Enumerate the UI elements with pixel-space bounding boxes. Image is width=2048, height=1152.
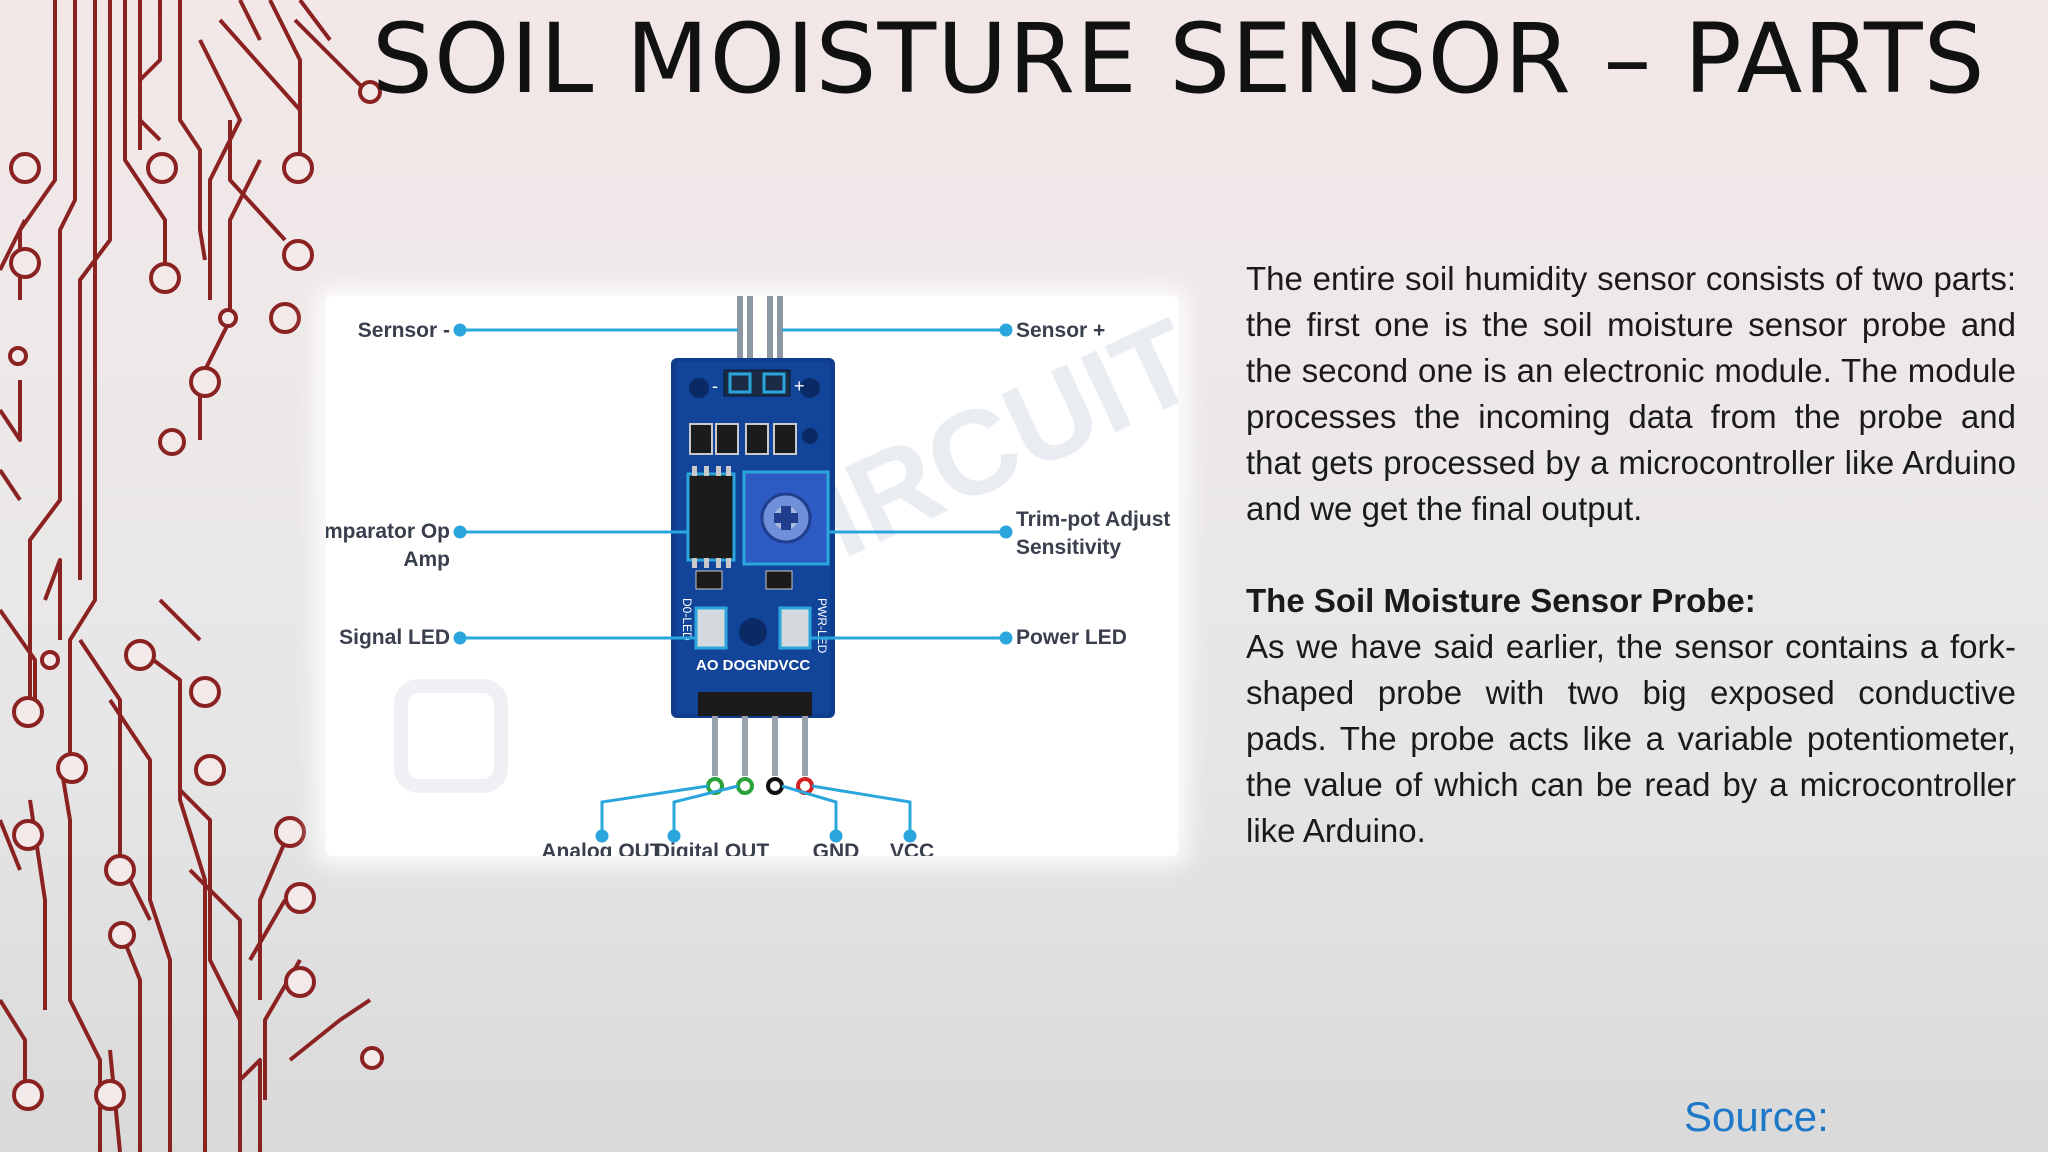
paragraph-spacer <box>1246 532 2016 578</box>
sensor-module-diagram: CIRCUIT + <box>326 296 1178 856</box>
intro-paragraph: The entire soil humidity sensor consists… <box>1246 260 2016 527</box>
probe-minus-mark: - <box>712 376 718 396</box>
probe-plus-mark: + <box>794 376 805 396</box>
description-text-block: The entire soil humidity sensor consists… <box>1246 256 2016 854</box>
label-gnd: GND <box>813 840 860 856</box>
source-link[interactable]: Source: <box>1684 1093 1829 1140</box>
leader-lines <box>453 323 1013 843</box>
label-sensor-minus: Sernsor - <box>358 319 450 342</box>
label-digital-out: Digital OUT <box>655 840 770 856</box>
label-trimpot-line1: Trim-pot Adjust <box>1016 508 1170 531</box>
label-trimpot-line2: Sensitivity <box>1016 536 1121 559</box>
label-power-led: Power LED <box>1016 626 1127 649</box>
circuit-trace-decoration <box>0 0 384 1152</box>
label-sensor-plus: Sensor + <box>1016 319 1105 342</box>
label-comparator-line2: Amp <box>403 548 450 571</box>
probe-paragraph: As we have said earlier, the sensor cont… <box>1246 628 2016 849</box>
label-signal-led: Signal LED <box>339 626 450 649</box>
d0-led-silkscreen: D0-LED <box>680 598 694 641</box>
slide-title: SOIL MOISTURE SENSOR – PARTS <box>372 3 1986 115</box>
pcb-board: + - <box>671 358 835 718</box>
probe-heading: The Soil Moisture Sensor Probe: <box>1246 582 1756 619</box>
label-vcc: VCC <box>890 840 934 856</box>
label-analog-out: Analog OUT <box>541 840 662 856</box>
pwr-led-silkscreen: PWR-LED <box>815 598 829 654</box>
watermark-chip-icon <box>394 679 508 793</box>
pin-row-silkscreen: AO DOGNDVCC <box>696 657 810 674</box>
header-pins <box>712 716 808 776</box>
label-comparator-line1: Comparator Op <box>326 520 450 543</box>
sensor-module-figure: CIRCUIT + <box>326 296 1178 856</box>
